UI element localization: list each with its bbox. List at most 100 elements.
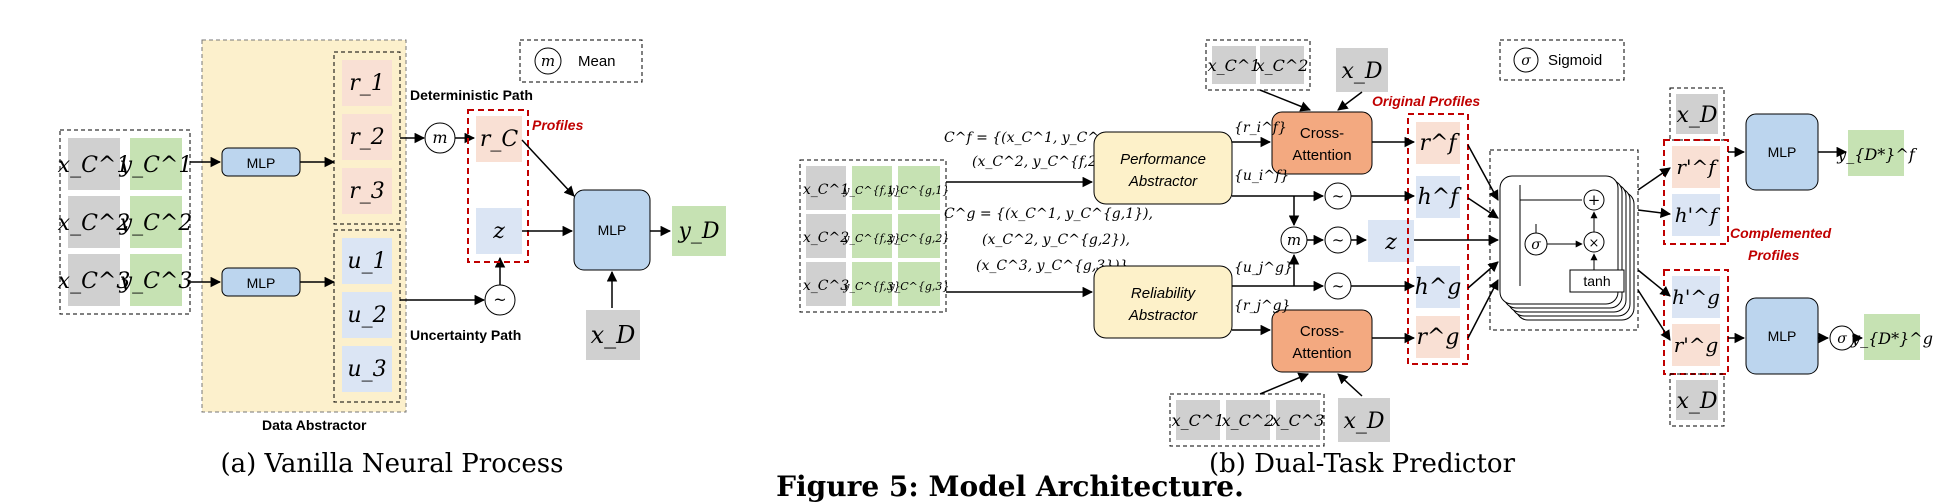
bottom-xd: x_D — [1343, 409, 1384, 434]
orig-hg: h^g — [1415, 275, 1462, 300]
orig-rg-cell — [1416, 316, 1460, 358]
deterministic-path-label: Deterministic Path — [410, 87, 533, 103]
cross-attention-bottom — [1271, 309, 1373, 373]
original-profiles-box — [1407, 113, 1469, 365]
right-yf-c1: y_C^{f,1} — [842, 184, 901, 197]
complemented-label-line2: Profiles — [1748, 247, 1800, 263]
comp-hg: h'^g — [1672, 285, 1720, 309]
rj-g-label: {r_j^g} — [1234, 298, 1291, 314]
sigmoid-legend-label: Sigmoid — [1548, 52, 1602, 69]
left-u1: u_1 — [347, 249, 386, 274]
comp-top-xd-cell — [1676, 94, 1718, 134]
orig-rf: r^f — [1419, 131, 1460, 156]
mean-legend-symbol: m — [541, 52, 555, 70]
left-yd: y_D — [677, 219, 719, 244]
left-profiles-box — [467, 109, 529, 263]
left-tilde-op-symbol: ~ — [493, 290, 506, 309]
right-context-set — [799, 159, 947, 313]
cg-line3: (x_C^3, y_C^{g,3})} — [976, 258, 1128, 274]
left-r2-cell — [342, 114, 392, 160]
bottom-context-cell-2 — [1226, 400, 1270, 440]
top-context-x1: x_C^1 — [1208, 56, 1261, 75]
left-mlp-final — [573, 189, 651, 271]
left-r1: r_1 — [349, 71, 385, 96]
top-context-cell-1 — [1212, 46, 1256, 84]
orig-hf-cell — [1416, 176, 1460, 218]
left-profiles-label: Profiles — [532, 117, 584, 133]
left-xd-cell — [586, 310, 640, 360]
top-context-cell-2 — [1260, 46, 1304, 84]
reliability-abstractor — [1093, 265, 1233, 339]
left-x-c3: x_C^3 — [58, 269, 131, 294]
left-y-c3: y_C^3 — [119, 269, 193, 294]
left-x-c2: x_C^2 — [58, 211, 131, 236]
comp-top-xd: x_D — [1676, 103, 1717, 128]
left-u3: u_3 — [347, 357, 386, 382]
bottom-context-x2: x_C^2 — [1222, 411, 1275, 430]
left-u2-cell — [342, 292, 392, 338]
cg-line2: (x_C^2, y_C^{g,2}), — [982, 232, 1130, 248]
right-yg-c2: y_C^{g,2} — [888, 232, 950, 245]
orig-rg: r^g — [1416, 325, 1459, 350]
output-sigma-symbol: σ — [1837, 331, 1847, 347]
y-g-output: y_{D*}^g — [1850, 329, 1933, 348]
performance-abstractor — [1093, 131, 1233, 205]
cross-attention-bottom-line2: Attention — [1292, 345, 1351, 362]
comp-bottom-xd-cell — [1676, 380, 1718, 420]
sigmoid-legend — [1499, 39, 1625, 81]
left-context-cells — [68, 138, 182, 306]
left-mlp-final-label: MLP — [598, 222, 627, 238]
left-y-c1: y_C^1 — [119, 153, 193, 178]
cg-line1: C^g = {(x_C^1, y_C^{g,1}), — [944, 206, 1153, 222]
left-r2: r_2 — [349, 125, 385, 150]
left-mlp-deterministic-label: MLP — [247, 155, 276, 171]
mean-op-right-symbol: m — [1287, 231, 1301, 249]
right-yf-c2: y_C^{f,2} — [842, 232, 901, 245]
comp-bottom-box — [1663, 269, 1729, 375]
mean-legend-label: Mean — [578, 53, 616, 70]
right-x-c2: x_C^2 — [803, 230, 849, 246]
bottom-context-set — [1169, 393, 1325, 447]
gate-tanh-box — [1569, 269, 1625, 293]
left-z: z — [492, 219, 505, 244]
top-xd: x_D — [1341, 59, 1382, 84]
right-x-c1: x_C^1 — [803, 182, 849, 198]
right-x-c3: x_C^3 — [803, 278, 849, 294]
right-yf-c3: y_C^{f,3} — [842, 280, 901, 293]
mean-legend-icon — [534, 47, 562, 75]
comp-bottom-xd-frame — [1669, 373, 1725, 427]
y-f-output: y_{D*}^f — [1836, 145, 1918, 164]
orig-hf: h^f — [1418, 185, 1463, 210]
data-abstractor-label: Data Abstractor — [262, 417, 367, 433]
comp-rg-cell — [1672, 324, 1720, 366]
mlp-g-output-label: MLP — [1768, 328, 1797, 344]
left-yd-cell — [672, 206, 726, 256]
bottom-context-x3: x_C^3 — [1272, 411, 1325, 430]
comp-rf: r'^f — [1676, 155, 1719, 179]
cross-attention-top-line2: Attention — [1292, 147, 1351, 164]
mean-legend — [519, 39, 643, 83]
bottom-context-cell-3 — [1276, 400, 1320, 440]
performance-abstractor-line1: Performance — [1120, 151, 1206, 168]
reliability-abstractor-line2: Abstractor — [1128, 307, 1198, 324]
cross-attention-bottom-line1: Cross- — [1300, 323, 1344, 340]
bottom-xd-cell — [1338, 398, 1390, 442]
tilde-op-f-symbol: ~ — [1332, 187, 1345, 205]
comp-bottom-xd: x_D — [1676, 389, 1717, 414]
left-mean-op-symbol: m — [432, 128, 447, 147]
tilde-op-g-symbol: ~ — [1332, 277, 1345, 295]
left-u3-cell — [342, 346, 392, 392]
right-yg-c3: y_C^{g,3} — [888, 280, 950, 293]
left-u1-cell — [342, 238, 392, 284]
left-context-set — [59, 129, 191, 315]
ri-f-label: {r_i^f} — [1234, 120, 1287, 136]
performance-abstractor-line2: Abstractor — [1128, 173, 1198, 190]
left-caption: (a) Vanilla Neural Process — [220, 449, 563, 479]
reliability-abstractor-line1: Reliability — [1131, 285, 1197, 302]
right-context-cells — [806, 166, 940, 306]
y-g-output-cell — [1864, 314, 1920, 360]
comp-rf-cell — [1672, 146, 1720, 188]
complemented-label-line1: Complemented — [1730, 225, 1832, 241]
cross-attention-top — [1271, 111, 1373, 175]
left-y-c2: y_C^2 — [119, 211, 193, 236]
